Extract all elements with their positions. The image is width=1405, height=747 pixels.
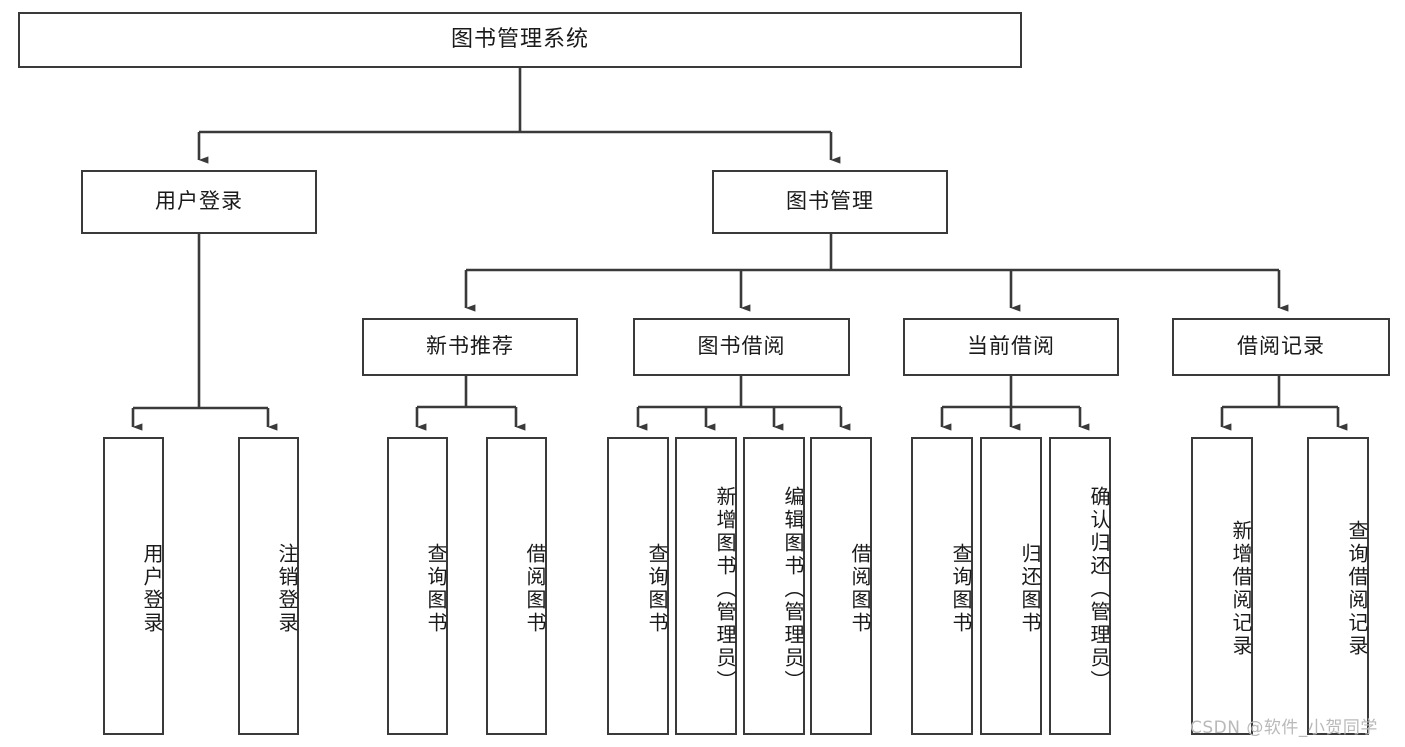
node-book-management[interactable]: 图书管理	[712, 170, 948, 234]
node-label: 新增图书（管理员）	[713, 485, 737, 693]
node-label: 查询图书	[949, 543, 973, 635]
leaf-current-borrow-return[interactable]: 归还图书	[980, 437, 1042, 735]
leaf-book-borrow-edit[interactable]: 编辑图书（管理员）	[743, 437, 805, 735]
node-label: 当前借阅	[967, 334, 1055, 359]
node-label: 查询图书	[424, 543, 448, 635]
node-root-system[interactable]: 图书管理系统	[18, 12, 1022, 68]
leaf-current-borrow-confirm-return[interactable]: 确认归还（管理员）	[1049, 437, 1111, 735]
node-label: 查询借阅记录	[1345, 520, 1369, 658]
node-label: 编辑图书（管理员）	[781, 485, 805, 693]
node-label: 图书管理	[786, 189, 874, 214]
node-label: 确认归还（管理员）	[1087, 485, 1111, 693]
leaf-user-login-login[interactable]: 用户登录	[103, 437, 164, 735]
node-label: 借阅图书	[848, 543, 872, 635]
leaf-borrow-record-add[interactable]: 新增借阅记录	[1191, 437, 1253, 735]
node-borrow-record[interactable]: 借阅记录	[1172, 318, 1390, 376]
leaf-user-login-logout[interactable]: 注销登录	[238, 437, 299, 735]
node-label: 图书借阅	[697, 334, 786, 359]
node-book-borrow[interactable]: 图书借阅	[633, 318, 850, 376]
node-label: 图书管理系统	[450, 26, 589, 52]
node-label: 用户登录	[140, 543, 164, 635]
node-label: 新书推荐	[426, 334, 514, 359]
leaf-new-book-borrow[interactable]: 借阅图书	[486, 437, 547, 735]
node-user-login[interactable]: 用户登录	[81, 170, 317, 234]
node-label: 新增借阅记录	[1229, 520, 1253, 658]
leaf-borrow-record-query[interactable]: 查询借阅记录	[1307, 437, 1369, 735]
node-label: 借阅图书	[523, 543, 547, 635]
node-label: 查询图书	[645, 543, 669, 635]
node-new-book-recommend[interactable]: 新书推荐	[362, 318, 578, 376]
node-label: 用户登录	[155, 189, 243, 214]
node-label: 注销登录	[275, 543, 299, 635]
node-label: 归还图书	[1018, 543, 1042, 635]
leaf-book-borrow-add[interactable]: 新增图书（管理员）	[675, 437, 737, 735]
leaf-book-borrow-query[interactable]: 查询图书	[607, 437, 669, 735]
node-current-borrow[interactable]: 当前借阅	[903, 318, 1119, 376]
leaf-new-book-query[interactable]: 查询图书	[387, 437, 448, 735]
leaf-current-borrow-query[interactable]: 查询图书	[911, 437, 973, 735]
leaf-book-borrow-borrow[interactable]: 借阅图书	[810, 437, 872, 735]
node-label: 借阅记录	[1237, 334, 1325, 359]
watermark-text: CSDN @软件_小贺同学	[1190, 718, 1378, 738]
